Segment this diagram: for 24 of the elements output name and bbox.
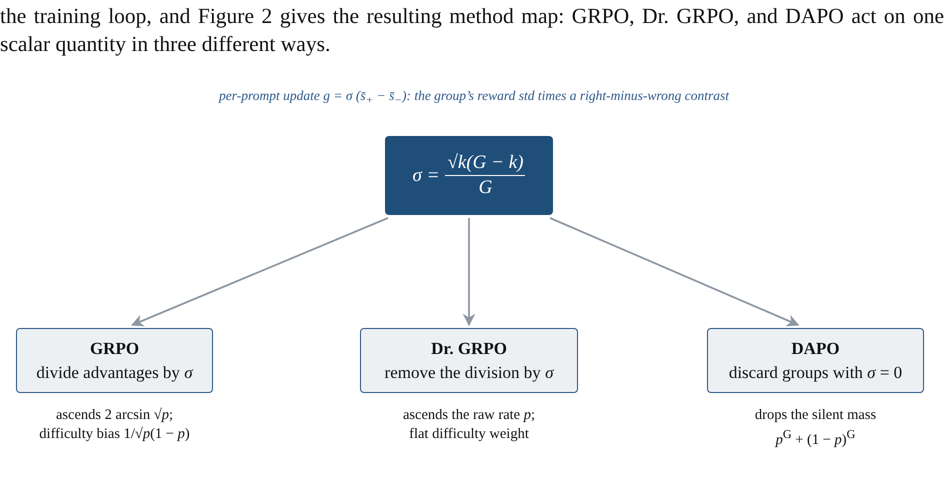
note-text: p$^{G}$ + (1 − p)$^{G}$ <box>774 426 856 450</box>
method-box <box>707 328 924 393</box>
method-box <box>16 328 213 393</box>
note-text: drops the silent mass <box>754 406 878 425</box>
method-name: GRPO <box>88 338 140 360</box>
method-description: divide advantages by σ <box>35 362 194 384</box>
fraction-numerator: √k(G − k) <box>445 151 526 176</box>
note-text: difficulty bias 1/√p(1 − p) <box>38 425 191 444</box>
note-text: flat difficulty weight <box>408 425 530 444</box>
arrow <box>131 217 388 326</box>
method-description: remove the division by σ <box>384 362 555 384</box>
arrow <box>462 218 476 326</box>
note-text: ascends 2 arcsin √p; <box>54 406 174 425</box>
formula-box <box>385 136 553 215</box>
method-box <box>360 328 578 393</box>
method-name: Dr. GRPO <box>430 338 508 360</box>
arrow <box>550 217 800 326</box>
method-name: DAPO <box>790 338 841 360</box>
figure-title: per-prompt update g = σ (s̄$_{+}$ − s̄$_{−}$): the group’s reward std times a right-minus-wrong contrast <box>217 88 730 107</box>
paragraph-text: the training loop, and Figure 2 gives the resulting method map: GRPO, Dr. GRPO, and DAPO act on one scalar quantity in three different ways. <box>0 3 944 58</box>
fraction-denominator: G <box>478 176 492 200</box>
method-description: discard groups with σ = 0 <box>728 362 904 384</box>
formula-text: σ = <box>412 164 440 186</box>
note-text: ascends the raw rate p; <box>402 406 536 425</box>
